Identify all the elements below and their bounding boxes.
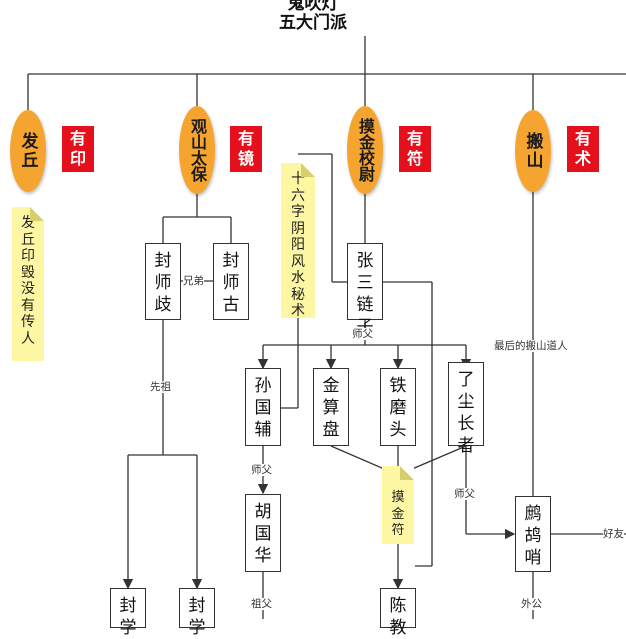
faction-banshan: 搬山 (515, 110, 551, 192)
label-master-3: 师父 (454, 488, 475, 500)
faction-guanshan: 观山太保 (179, 106, 215, 194)
person-feng-shigu: 封师古 (213, 243, 249, 320)
faction-mojin: 摸金校尉 (347, 106, 383, 194)
person-hu-guohua: 胡国华 (245, 494, 281, 572)
title-line2: 五大门派 (279, 13, 347, 33)
label-friend: 好友 (603, 528, 624, 540)
badge-mojin: 有符 (399, 126, 431, 172)
note-mojin-fu: 摸金符 (382, 466, 414, 544)
label-last-banshan: 最后的搬山道人 (494, 340, 568, 352)
badge-banshan: 有术 (567, 126, 599, 172)
label-master-2: 师父 (251, 464, 272, 476)
diagram-canvas: 鬼吹灯 五大门派 发丘 观山太保 摸金校尉 搬山 有印 有镜 有符 有术 发丘印… (10, 0, 626, 638)
label-master-1: 师父 (352, 328, 373, 340)
badge-faqiu: 有印 (62, 126, 94, 172)
person-feng-shiqi: 封师歧 (145, 243, 181, 320)
label-maternal-grandfather: 外公 (521, 598, 542, 610)
person-liaochen: 了尘长者 (448, 362, 484, 456)
person-tie-motou: 铁磨头 (380, 368, 416, 446)
person-feng-xue-1: 封学 (110, 588, 146, 638)
note-secret-book: 十六字阴阳风水秘术 (281, 163, 315, 319)
title-line1: 鬼吹灯 (287, 0, 339, 14)
person-zhegu-shao: 鹧鸪哨 (515, 496, 551, 572)
faction-faqiu: 发丘 (10, 110, 46, 192)
connector-lines (27, 36, 626, 619)
note-faqiu: 发丘印毁没有传人 (12, 207, 44, 361)
person-chen-jiao: 陈教 (380, 588, 416, 638)
person-jin-suanpan: 金算盘 (313, 368, 349, 446)
person-feng-xue-2: 封学 (179, 588, 215, 638)
person-zhang-sanlianzi: 张三链子 (347, 243, 383, 337)
label-ancestor: 先祖 (150, 381, 171, 393)
badge-guanshan: 有镜 (230, 126, 262, 172)
label-grandfather: 祖父 (251, 598, 272, 610)
label-brothers: 兄弟 (183, 275, 204, 287)
person-sun-guofu: 孙国辅 (245, 368, 281, 446)
